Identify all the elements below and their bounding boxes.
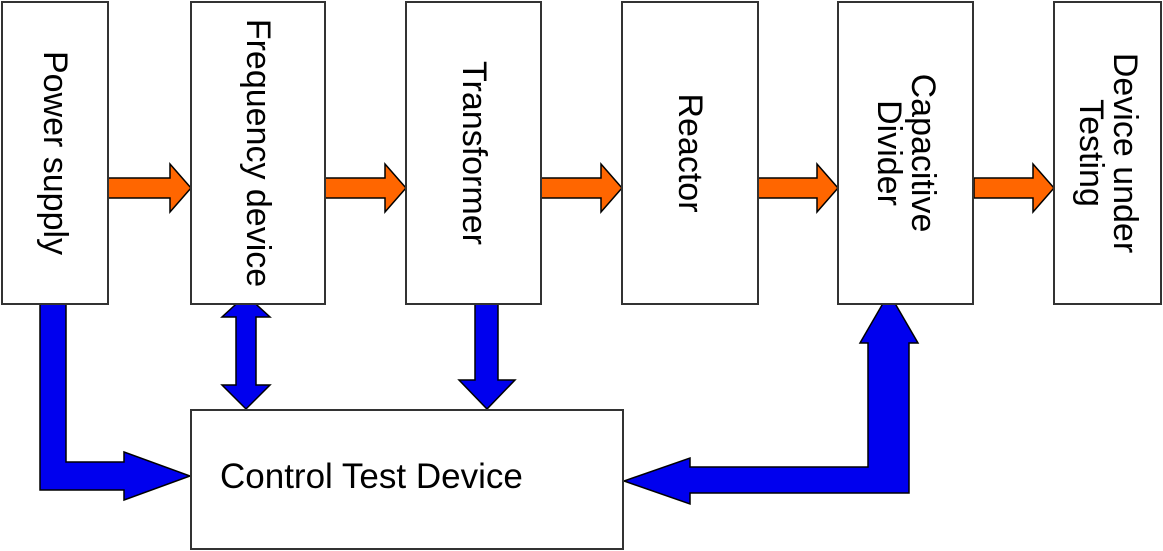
device-under-testing-line-2: Testing: [1071, 99, 1110, 207]
transformer-block: Transformer: [405, 1, 542, 305]
power-supply-label: Power supply: [36, 50, 74, 256]
arrow-transformer-to-control: [457, 292, 517, 411]
capacitive-divider-line-1: Capacitive: [903, 73, 942, 233]
frequency-device-label: Frequency device: [239, 18, 277, 288]
arrow-divider-control-bidirectional: [621, 291, 920, 506]
arrow-frequency-to-transformer: [324, 162, 407, 214]
capacitive-divider-line-2: Divider: [869, 100, 908, 206]
frequency-device-block: Frequency device: [190, 1, 326, 305]
arrow-divider-to-dut: [973, 162, 1055, 214]
arrow-reactor-to-divider: [757, 162, 839, 214]
arrow-frequency-control-bidirectional: [220, 293, 272, 411]
arrow-transformer-to-reactor: [540, 162, 623, 214]
arrow-power-to-frequency: [107, 162, 192, 214]
device-under-testing-line-1: Device under: [1105, 52, 1144, 254]
capacitive-divider-block: Capacitive Divider: [837, 1, 974, 305]
device-under-testing-block: Device under Testing: [1053, 1, 1162, 305]
capacitive-divider-label: Capacitive Divider: [869, 73, 942, 233]
transformer-label: Transformer: [454, 61, 493, 245]
device-under-testing-label: Device under Testing: [1071, 52, 1144, 254]
power-supply-block: Power supply: [1, 1, 109, 305]
control-test-device-block: Control Test Device: [190, 409, 624, 550]
arrow-power-to-control: [39, 293, 193, 502]
control-test-device-label: Control Test Device: [220, 457, 523, 496]
reactor-block: Reactor: [621, 1, 759, 305]
reactor-label: Reactor: [671, 93, 709, 213]
